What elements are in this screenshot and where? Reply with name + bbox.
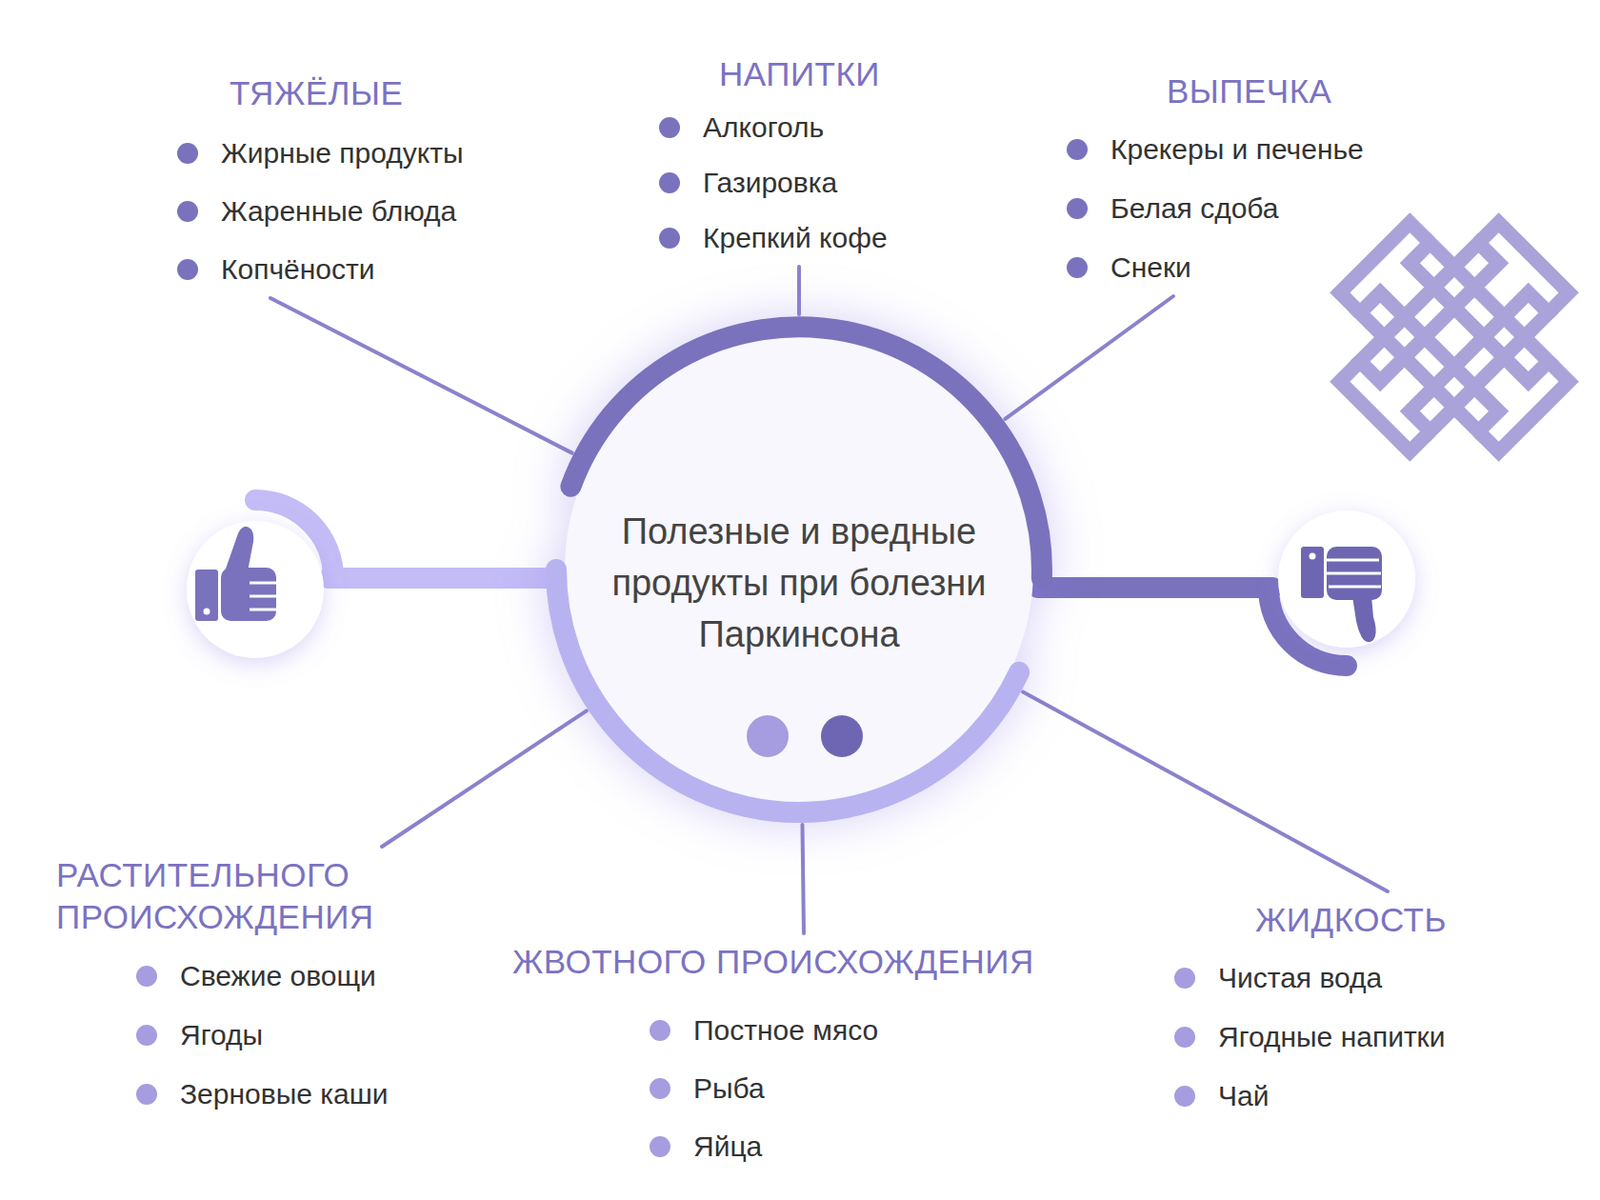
category-group: ТЯЖЁЛЫЕ Жирные продуктыЖаренные блюдаКопч… (177, 72, 464, 291)
thumbs-down-icon (1300, 546, 1382, 642)
bullet-dot (1066, 198, 1088, 220)
knot-loop (1478, 222, 1569, 314)
bullet-dot (136, 965, 158, 987)
bullet-dot (649, 1078, 671, 1100)
list-item: Яйца (693, 1125, 762, 1168)
branch-line (802, 824, 805, 934)
list-item: Снеки (1110, 246, 1192, 289)
bullet-dot (177, 142, 199, 164)
list-row: Белая сдоба (1066, 187, 1280, 230)
bullet-dot (1174, 1085, 1196, 1107)
list-row: Рыба (649, 1067, 765, 1110)
list-row: Чай (1174, 1075, 1269, 1118)
list-item: Жирные продукты (220, 132, 464, 175)
list-item: Чай (1218, 1075, 1269, 1118)
list-row: Копчёности (177, 248, 375, 291)
category-heading: НАПИТКИ (719, 53, 880, 96)
list-row: Зерновые каши (136, 1073, 389, 1116)
center-circle: Полезные и вредные продукты при болезни … (532, 302, 1066, 837)
list-item: Зерновые каши (180, 1073, 389, 1116)
category-group: ЖВОТНОГО ПРОИСХОЖДЕНИЯ Постное мясоРыбаЯй… (512, 940, 1035, 1168)
list-item: Белая сдоба (1110, 187, 1280, 230)
thumbs-up-icon (195, 526, 279, 621)
list-item: Крепкий кофе (702, 217, 888, 260)
knot-band (1360, 292, 1500, 432)
list-item: Свежие овощи (180, 955, 377, 998)
list-item: Ягоды (180, 1014, 263, 1057)
knot-loop (1340, 360, 1431, 452)
branch-line (1022, 692, 1388, 892)
list-row: Ягоды (136, 1014, 263, 1057)
list-item: Жаренные блюда (220, 190, 457, 233)
bullet-dot (177, 259, 199, 280)
branch-line (270, 298, 573, 454)
branch-line (1004, 296, 1174, 420)
list-row: Яйца (649, 1125, 762, 1168)
thumb-circle (1278, 510, 1416, 648)
list-row: Жаренные блюда (177, 190, 457, 233)
bullet-dot (177, 200, 199, 222)
list-row: Алкоголь (659, 106, 824, 149)
thumb-circle (186, 520, 324, 659)
category-heading: ЖВОТНОГО ПРОИСХОЖДЕНИЯ (512, 940, 1035, 983)
bullet-dot (1066, 139, 1088, 160)
list-item: Копчёности (220, 248, 375, 291)
list-row: Газировка (659, 161, 838, 204)
bad-bar (1038, 577, 1273, 599)
list-row: Свежие овощи (136, 955, 377, 998)
branch-line (381, 710, 587, 847)
category-heading: ЖИДКОСТЬ (1255, 899, 1447, 941)
branch-line (797, 266, 801, 315)
list-item: Газировка (702, 161, 838, 204)
bullet-dot (136, 1083, 158, 1105)
bullet-dot (649, 1020, 671, 1041)
knot-band (1409, 242, 1549, 382)
category-heading: РАСТИТЕЛЬНОГО ПРОИСХОЖДЕНИЯ (56, 854, 419, 939)
deco-dot (746, 715, 789, 758)
category-heading: ВЫПЕЧКА (1166, 70, 1332, 113)
knot-band (1409, 292, 1549, 432)
category-group: ВЫПЕЧКА Крекеры и печеньеБелая сдобаСнеки (1066, 70, 1364, 289)
bullet-dot (659, 117, 680, 139)
good-bar (328, 567, 562, 589)
deco-dot (820, 715, 863, 758)
knot-band (1360, 242, 1500, 382)
bullet-dot (1174, 967, 1196, 989)
list-row: Ягодные напитки (1174, 1016, 1446, 1059)
bullet-dot (1066, 257, 1088, 279)
list-item: Чистая вода (1218, 957, 1382, 1000)
list-row: Крепкий кофе (659, 217, 888, 260)
list-item: Алкоголь (702, 106, 824, 149)
list-row: Постное мясо (649, 1009, 879, 1052)
list-row: Жирные продукты (177, 132, 464, 175)
bullet-dot (1174, 1026, 1196, 1048)
bullet-dot (136, 1024, 158, 1046)
list-row: Снеки (1066, 246, 1192, 289)
knot-loop (1478, 360, 1569, 452)
list-item: Ягодные напитки (1218, 1016, 1446, 1059)
list-row: Крекеры и печенье (1066, 128, 1364, 171)
category-heading: ТЯЖЁЛЫЕ (229, 72, 403, 115)
list-item: Рыба (693, 1067, 765, 1110)
bullet-dot (649, 1136, 671, 1158)
bad-branch (1038, 510, 1416, 666)
light-ring-arc (556, 569, 1020, 813)
category-group: ЖИДКОСТЬ Чистая водаЯгодные напиткиЧай (1174, 899, 1447, 1118)
category-group: НАПИТКИ АлкогольГазировкаКрепкий кофе (659, 53, 888, 260)
knot-loop (1340, 222, 1431, 314)
bullet-dot (659, 172, 680, 194)
bullet-dot (659, 227, 680, 249)
list-item: Постное мясо (693, 1009, 879, 1052)
endless-knot (1295, 178, 1600, 497)
list-row: Чистая вода (1174, 957, 1382, 1000)
good-branch (186, 500, 562, 659)
center-title: Полезные и вредные продукты при болезни … (570, 505, 1028, 660)
circle-disc (564, 335, 1034, 804)
list-item: Крекеры и печенье (1110, 128, 1364, 171)
category-group: РАСТИТЕЛЬНОГО ПРОИСХОЖДЕНИЯ Свежие овощиЯ… (56, 854, 419, 1116)
